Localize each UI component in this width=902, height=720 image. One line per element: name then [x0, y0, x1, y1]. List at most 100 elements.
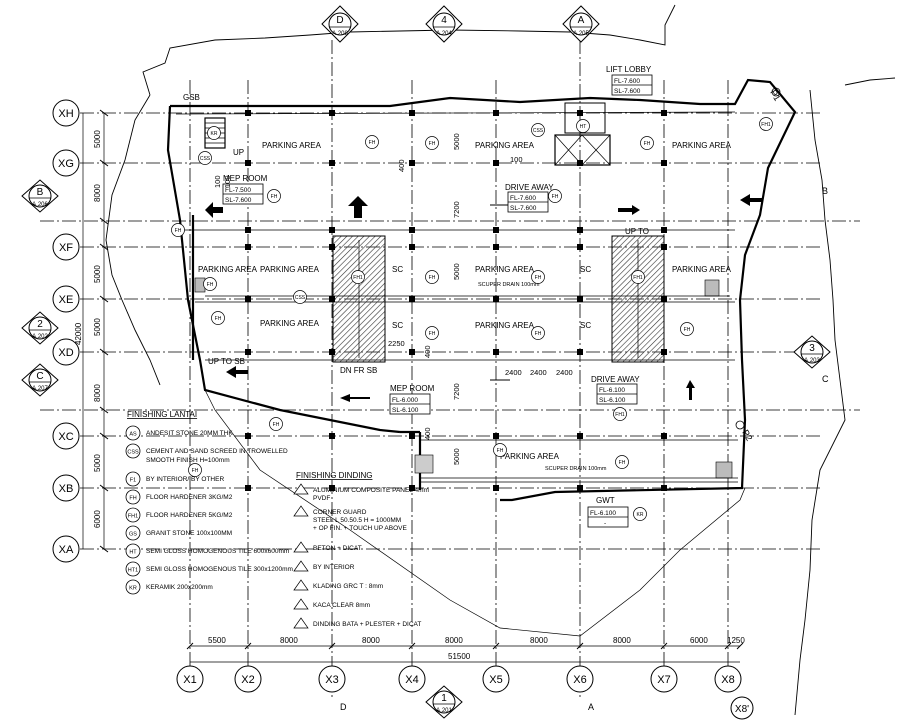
label-gsb: GSB: [183, 93, 200, 102]
legend-text: ALUMINIUM COMPOSITE PANEL 4mm: [313, 487, 429, 494]
tag-fh: FH: [365, 135, 379, 149]
level-lift-fl: FL-7.600: [614, 78, 640, 85]
grid-label: XE: [59, 294, 74, 306]
dim-left: 5000: [93, 265, 102, 283]
dim-bottom: 5500: [208, 636, 226, 645]
label-dn-fr-sb: DN FR SB: [340, 366, 377, 375]
dim-400-a: 400: [397, 159, 406, 172]
grid-label: XC: [58, 431, 73, 443]
label-sc-1: SC: [392, 265, 403, 274]
legend-code: F1: [130, 478, 136, 484]
legend-text: KACA CLEAR 8mm: [313, 602, 370, 609]
section-letters: B C D A P1 P2: [340, 87, 829, 712]
dim-left: 5000: [93, 454, 102, 472]
dim-left: 5000: [93, 130, 102, 148]
mark-id: 4: [441, 15, 447, 26]
tag-fh: FH: [188, 463, 202, 477]
column: [577, 485, 583, 491]
column: [409, 349, 415, 355]
mark-id: A: [578, 15, 585, 26]
point-p1: P1: [768, 88, 782, 103]
lift-core: [554, 102, 611, 166]
grid-bubble-xd: XD: [52, 338, 80, 366]
tag-fh: FH: [211, 311, 225, 325]
tag-ht: HT: [576, 119, 590, 133]
label-scupper-2: SCUPER DRAIN 100mm: [545, 466, 607, 472]
tag-label: FH: [497, 448, 504, 454]
section-letter-right-b: B: [822, 186, 828, 196]
column: [329, 296, 335, 302]
tag-kr: KR: [207, 126, 221, 140]
column: [245, 485, 251, 491]
tag-fh: FH: [640, 136, 654, 150]
tag-label: FH: [273, 422, 280, 428]
grid-bubble-x6: X6: [566, 665, 594, 693]
level-drive2-sl: SL-6.100: [599, 397, 626, 404]
dim-bottom: 8000: [613, 636, 631, 645]
point-p2: P2: [740, 428, 754, 443]
label-mep-2: MEP ROOM: [390, 384, 435, 393]
column: [661, 244, 667, 250]
grid-label: XG: [58, 158, 74, 170]
level-mep2-fl: FL-6.000: [392, 397, 418, 404]
grid-label: X4: [405, 674, 418, 686]
column: [493, 244, 499, 250]
dim-left: 8000: [93, 184, 102, 202]
grid-label: XD: [58, 347, 73, 359]
legend-text: SMOOTH FINISH H=100mm: [146, 457, 230, 464]
grid-label: XA: [59, 544, 74, 556]
tag-label: FH1: [633, 275, 643, 281]
dim-bottom: 6000: [690, 636, 708, 645]
dim-2250: 2250: [388, 339, 405, 348]
legend-dinding-title: FINISHING DINDING: [296, 471, 372, 480]
dim-2400-c: 2400: [556, 368, 573, 377]
legend-dinding-item-2: BETON + DICAT: [293, 541, 362, 553]
tag-label: FH: [429, 331, 436, 337]
grid-bubble-x1: X1: [176, 665, 204, 693]
legend-text: SEMI GLOSS HOMOGENOUS TILE 600x600mm: [146, 548, 289, 555]
legend-text: CEMENT AND SAND SCREED IN TROWELLED: [146, 448, 288, 455]
label-gwt: GWT: [596, 496, 615, 505]
legend-dinding-item-4: KLADING GRC T : 8mm: [293, 579, 383, 591]
dim-left-total: 42000: [74, 322, 83, 345]
mark-ref: A.206: [32, 202, 48, 208]
tag-fh1: FH1: [613, 407, 627, 421]
level-mep1-fl: FL-7.500: [225, 187, 251, 194]
mark-ref: A.204: [436, 31, 452, 37]
level-drive2-fl: FL-6.100: [599, 387, 625, 394]
columns: [245, 110, 667, 491]
legend-text: BETON + DICAT: [313, 545, 362, 552]
tag-label: FH1: [353, 275, 363, 281]
level-drive1-sl: SL-7.600: [510, 205, 537, 212]
column: [493, 349, 499, 355]
legend-text: KLADING GRC T : 8mm: [313, 583, 383, 590]
column: [245, 433, 251, 439]
column: [493, 485, 499, 491]
legend-code: FH1: [128, 514, 138, 520]
inner-dimensions: 100 100 100 400 400 400 5000 5000 5000 7…: [213, 133, 573, 465]
grid-label: XF: [59, 242, 73, 254]
mark-ref: A.208: [332, 31, 348, 37]
mark-ref: A.203: [804, 358, 820, 364]
column: [661, 110, 667, 116]
section-mark-1: 1A.201: [425, 685, 463, 719]
column: [245, 296, 251, 302]
legend-lantai-title: FINISHING LANTAI: [127, 410, 197, 419]
section-mark-3: 3A.203: [793, 335, 831, 369]
dim-bottom: 8000: [280, 636, 298, 645]
tag-label: FH: [369, 140, 376, 146]
grid-bubble-x5: X5: [482, 665, 510, 693]
tag-label: FH: [684, 327, 691, 333]
dim-400-c: 400: [423, 427, 432, 440]
column: [245, 110, 251, 116]
column: [329, 110, 335, 116]
level-mep2-sl: SL-6.100: [392, 407, 419, 414]
grid-bubble-xh: XH: [52, 99, 80, 127]
